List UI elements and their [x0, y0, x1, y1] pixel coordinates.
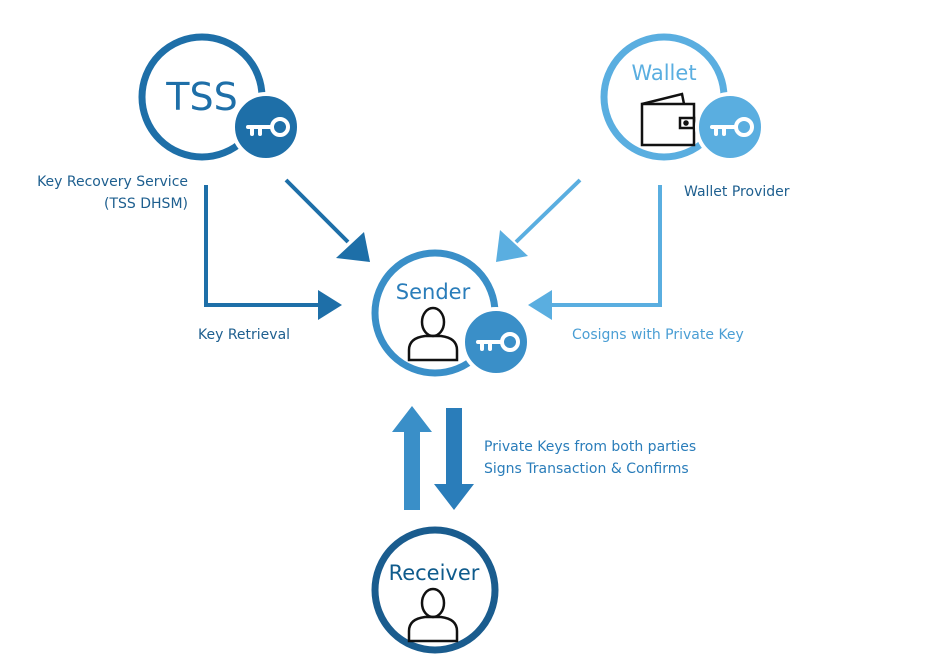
wallet-key-badge	[695, 92, 765, 162]
exchange-label-line1: Private Keys from both parties	[484, 439, 696, 455]
tss-diagonal-arrow	[284, 178, 370, 262]
cosigns-label: Cosigns with Private Key	[572, 327, 744, 343]
exchange-down-arrow	[434, 408, 474, 510]
receiver-title: Receiver	[389, 561, 480, 585]
cosigns-connector	[528, 185, 662, 320]
sender-node: Sender	[371, 249, 531, 377]
tss-key-badge	[231, 92, 301, 162]
key-icon	[246, 117, 290, 137]
sender-title: Sender	[396, 280, 471, 304]
exchange-label-line2: Signs Transaction & Confirms	[484, 461, 689, 477]
wallet-title: Wallet	[631, 61, 696, 85]
key-icon	[476, 332, 520, 352]
sender-key-badge	[461, 307, 531, 377]
wallet-icon	[640, 92, 696, 147]
key-retrieval-connector	[204, 185, 342, 320]
tss-caption-line1: Key Recovery Service	[37, 174, 188, 190]
wallet-node: Wallet	[600, 33, 765, 162]
receiver-node: Receiver	[371, 526, 499, 654]
person-icon	[407, 587, 459, 643]
tss-node: TSS	[138, 33, 301, 162]
key-retrieval-label: Key Retrieval	[198, 327, 290, 343]
wallet-caption: Wallet Provider	[684, 184, 790, 200]
wallet-diagonal-arrow	[496, 178, 582, 262]
tss-caption-line2: (TSS DHSM)	[104, 196, 188, 212]
exchange-up-arrow	[392, 406, 432, 510]
tss-title: TSS	[165, 75, 237, 119]
person-icon	[407, 306, 459, 362]
key-icon	[710, 117, 754, 137]
